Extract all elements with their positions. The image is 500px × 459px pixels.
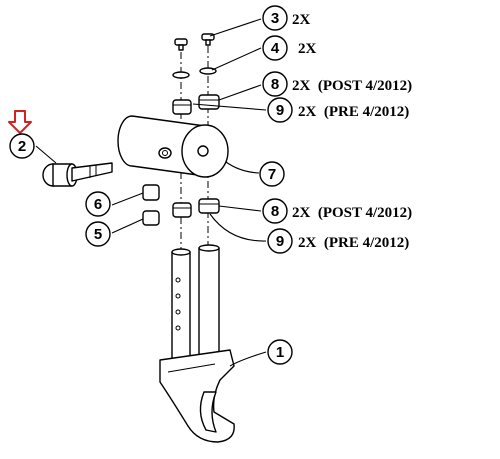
callout-4: 4 2X [262,35,317,61]
callout-quantity: 2X [292,12,311,28]
callout-quantity: 2X (PRE 4/2012) [298,235,409,251]
highlight-arrow-icon [8,110,32,134]
callout-number: 4 [271,40,280,57]
callout-8-lower: 8 2X (POST 4/2012) [262,198,412,224]
callout-quantity: 2X [298,41,317,57]
callout-number: 2 [18,138,26,155]
callout-5: 5 [85,221,111,247]
part-2-bolt [42,162,113,187]
callout-number: 9 [276,233,284,250]
part-5-small-insert [142,210,160,226]
callout-6: 6 [85,191,111,217]
callout-2: 2 [9,133,35,159]
callout-9-lower: 9 2X (PRE 4/2012) [267,228,409,254]
part-7-clamp-body [117,115,229,178]
callout-number: 8 [271,76,279,93]
callout-quantity: 2X (PRE 4/2012) [298,104,409,120]
callout-number: 5 [94,226,102,243]
callout-1: 1 [267,339,293,365]
part-6-small-spring [142,184,160,201]
callout-number: 9 [276,102,284,119]
callout-number: 6 [94,196,102,213]
callout-7: 7 [259,161,285,187]
callout-number: 7 [268,166,276,183]
callout-quantity: 2X (POST 4/2012) [292,78,412,94]
callout-8-upper: 8 2X (POST 4/2012) [262,71,412,97]
callout-quantity: 2X (POST 4/2012) [292,205,412,221]
leader-lines [35,18,267,367]
part-4-washers [172,67,217,79]
callout-number: 1 [276,344,284,361]
callout-3: 3 2X [262,5,311,31]
callout-number: 3 [271,10,279,27]
part-8-9-lower-bushings [172,198,220,218]
part-1-fork [159,244,235,443]
callout-9-upper: 9 2X (PRE 4/2012) [267,97,409,123]
part-3-screws [174,33,215,51]
callout-number: 8 [271,203,279,220]
